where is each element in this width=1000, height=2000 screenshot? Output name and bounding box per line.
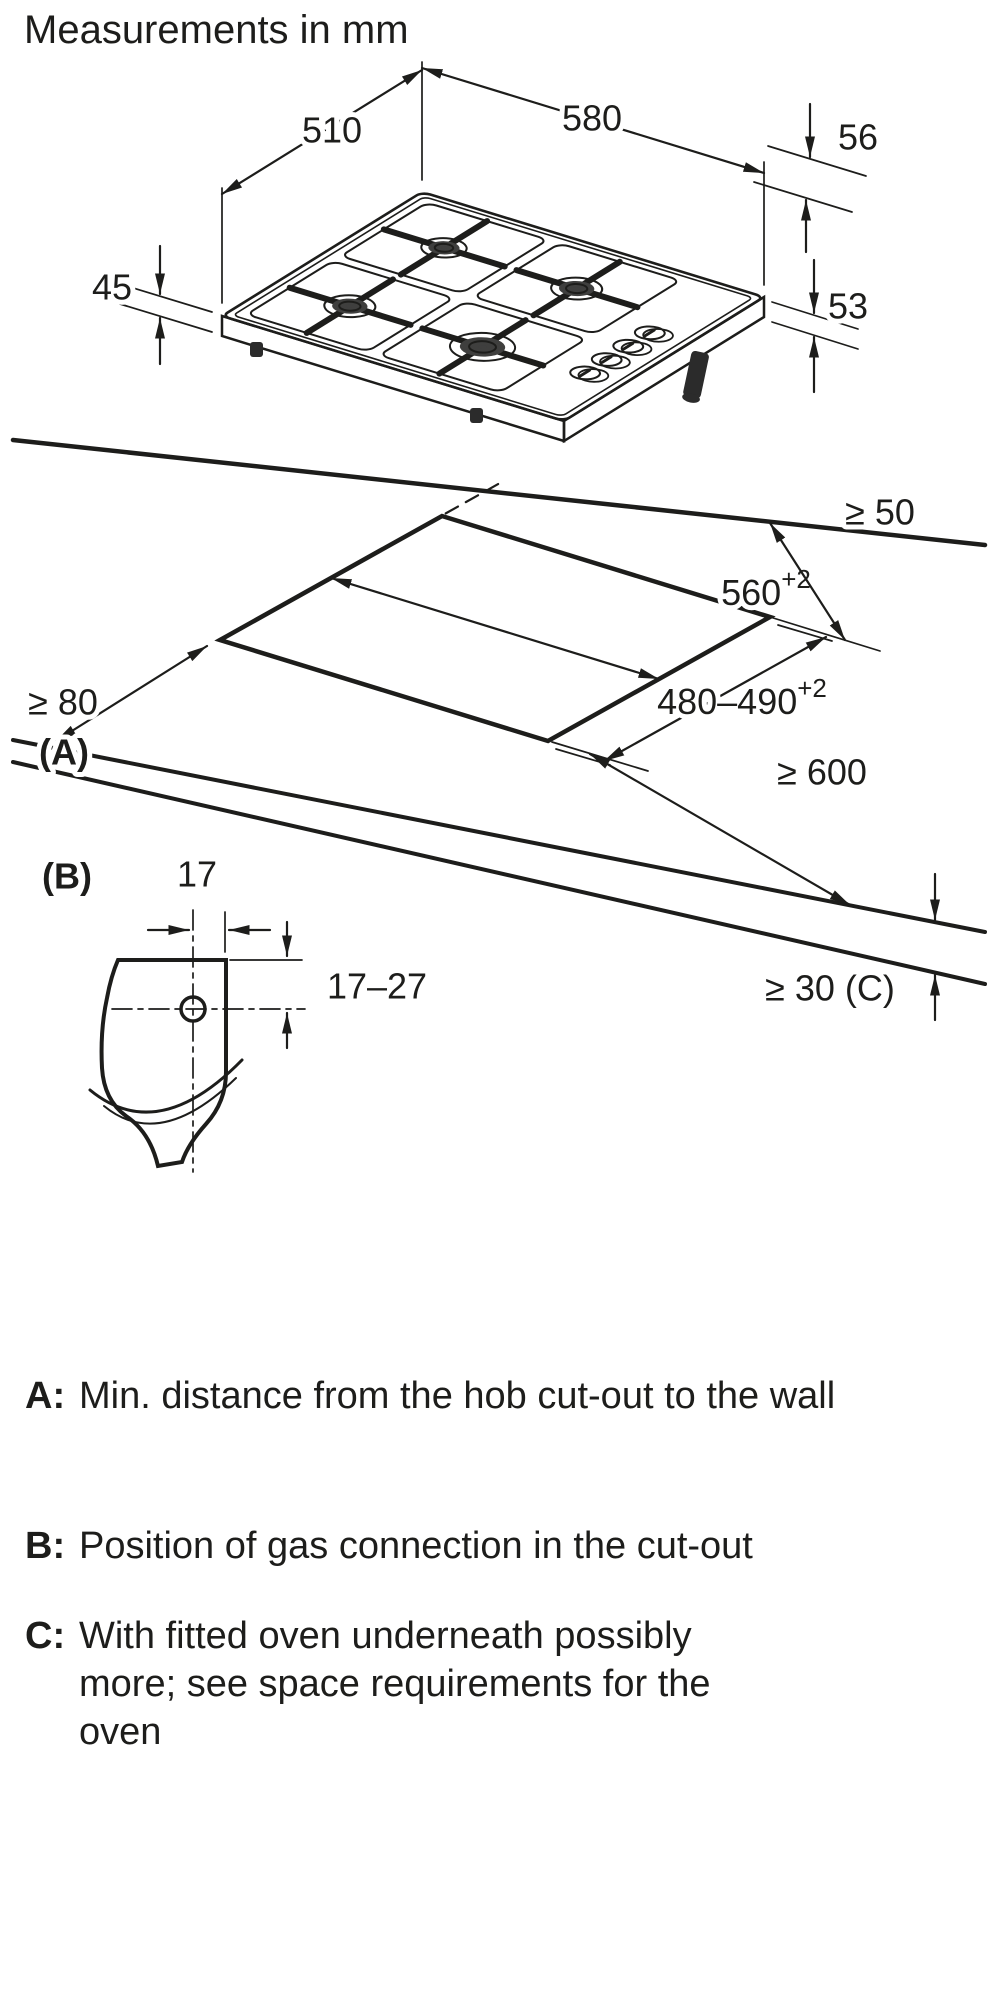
gas-connection-detail: (B) 17 17–27 (37, 849, 432, 1173)
worktop-front-bottom-edge (11, 760, 987, 986)
gas-inlet-pipe (682, 350, 709, 403)
installation-diagram: 510 580 56 45 53 560+2 480–490+2 (10, 61, 988, 1173)
dimension-17-27: 17–27 (229, 920, 432, 1050)
worktop-drawing (10, 437, 988, 986)
legend-item-a: A: Min. distance from the hob cut-out to… (25, 1372, 871, 1420)
dim-label-left-gap: ≥ 80 (28, 682, 98, 723)
dimension-cutout-depth-480-490: 480–490+2 (555, 624, 833, 766)
hob-drawing (220, 192, 766, 444)
dim-label-back-gap: ≥ 50 (845, 492, 915, 533)
legend-item-c: C: With fitted oven underneath possibly … (25, 1612, 781, 1756)
dimension-56: 56 (753, 102, 883, 254)
legend-text-c: With fitted oven underneath possibly mor… (79, 1615, 711, 1753)
dimension-53: 53 (771, 258, 873, 394)
ref-label-b: (B) (42, 856, 92, 897)
break-line (88, 1058, 244, 1114)
dim-label-cutout-depth: 480–490+2 (657, 673, 827, 722)
legend-text-a: Min. distance from the hob cut-out to th… (79, 1375, 836, 1417)
dimension-front-gap-600: ≥ 600 (588, 747, 872, 907)
cutout-edge-extension-front (551, 741, 649, 772)
dim-label-under-gap: ≥ 30 (C) (765, 968, 895, 1009)
ref-label-a: (A) (39, 732, 89, 773)
section-outline (99, 958, 228, 1169)
dimension-580: 580 (420, 66, 766, 286)
dimension-cutout-width-560: 560+2 (329, 559, 816, 681)
dim-label-cutout-width: 560+2 (721, 564, 811, 613)
legend-text-b: Position of gas connection in the cut-ou… (79, 1525, 753, 1567)
legend-key-a: A: (25, 1375, 66, 1417)
page-title: Measurements in mm (24, 8, 409, 52)
legend-item-b: B: Position of gas connection in the cut… (25, 1522, 881, 1570)
dim-label-depth-range: 17–27 (327, 966, 427, 1007)
hob-top-surface (222, 192, 764, 421)
control-knobs (564, 324, 678, 384)
dim-label-width: 580 (562, 98, 622, 139)
dimension-back-gap-50: ≥ 50 (768, 487, 920, 642)
dimension-left-gap-80: ≥ 80 (A) (23, 644, 209, 778)
burner-back-left (314, 291, 385, 322)
burner-front-left (437, 327, 527, 366)
dim-label-edge-offset: 17 (177, 854, 217, 895)
cutout-edge-extension-back (769, 616, 881, 652)
dim-label-height-right: 53 (828, 286, 868, 327)
dimension-45: 45 (87, 244, 213, 366)
break-line (103, 1077, 237, 1125)
legend-key-c: C: (25, 1615, 66, 1657)
legend-key-b: B: (25, 1525, 66, 1567)
dim-label-depth: 510 (302, 110, 362, 151)
hob-inner-rim (233, 197, 753, 417)
burner-front-right (541, 273, 612, 304)
dimension-17: 17 (146, 849, 272, 953)
dimension-under-gap-30: ≥ 30 (C) (760, 872, 940, 1022)
hob-foot (470, 408, 483, 423)
burner-back-right (413, 234, 476, 261)
dim-label-back-offset: 56 (838, 117, 878, 158)
hob-foot (250, 342, 263, 357)
dim-label-front-gap: ≥ 600 (777, 752, 867, 793)
dimension-510: 510 (220, 61, 424, 304)
worktop-back-edge (10, 437, 988, 548)
dim-label-height-left: 45 (92, 267, 132, 308)
